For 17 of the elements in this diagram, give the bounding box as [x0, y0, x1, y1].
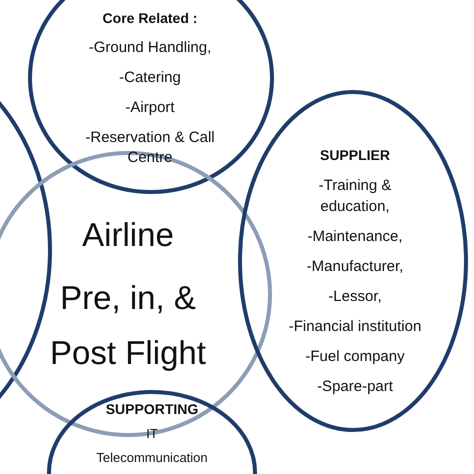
list-item: -Reservation & Call Centre	[84, 128, 216, 168]
heading: Core Related :	[102, 9, 198, 28]
list-item: -Ground Handling,	[88, 38, 212, 58]
list-item: -Financial institution	[288, 317, 422, 337]
list-item: -Maintenance,	[307, 227, 403, 247]
list-item: -Training & education,	[318, 176, 392, 217]
list-item: -Manufacturer,	[306, 257, 404, 277]
heading: SUPPLIER	[320, 146, 390, 165]
list-item: -Lessor,	[328, 287, 382, 307]
list-item: Telecommunication	[96, 449, 208, 467]
list-item: -Airport	[125, 98, 175, 118]
list-item: Airline	[82, 215, 174, 255]
list-item: Pre, in, & Post Flight	[49, 278, 207, 373]
list-item: -Fuel company	[305, 347, 405, 367]
heading: SUPPORTING	[106, 400, 198, 419]
list-item: -Catering	[119, 68, 181, 88]
list-item: -Spare-part	[317, 377, 393, 397]
